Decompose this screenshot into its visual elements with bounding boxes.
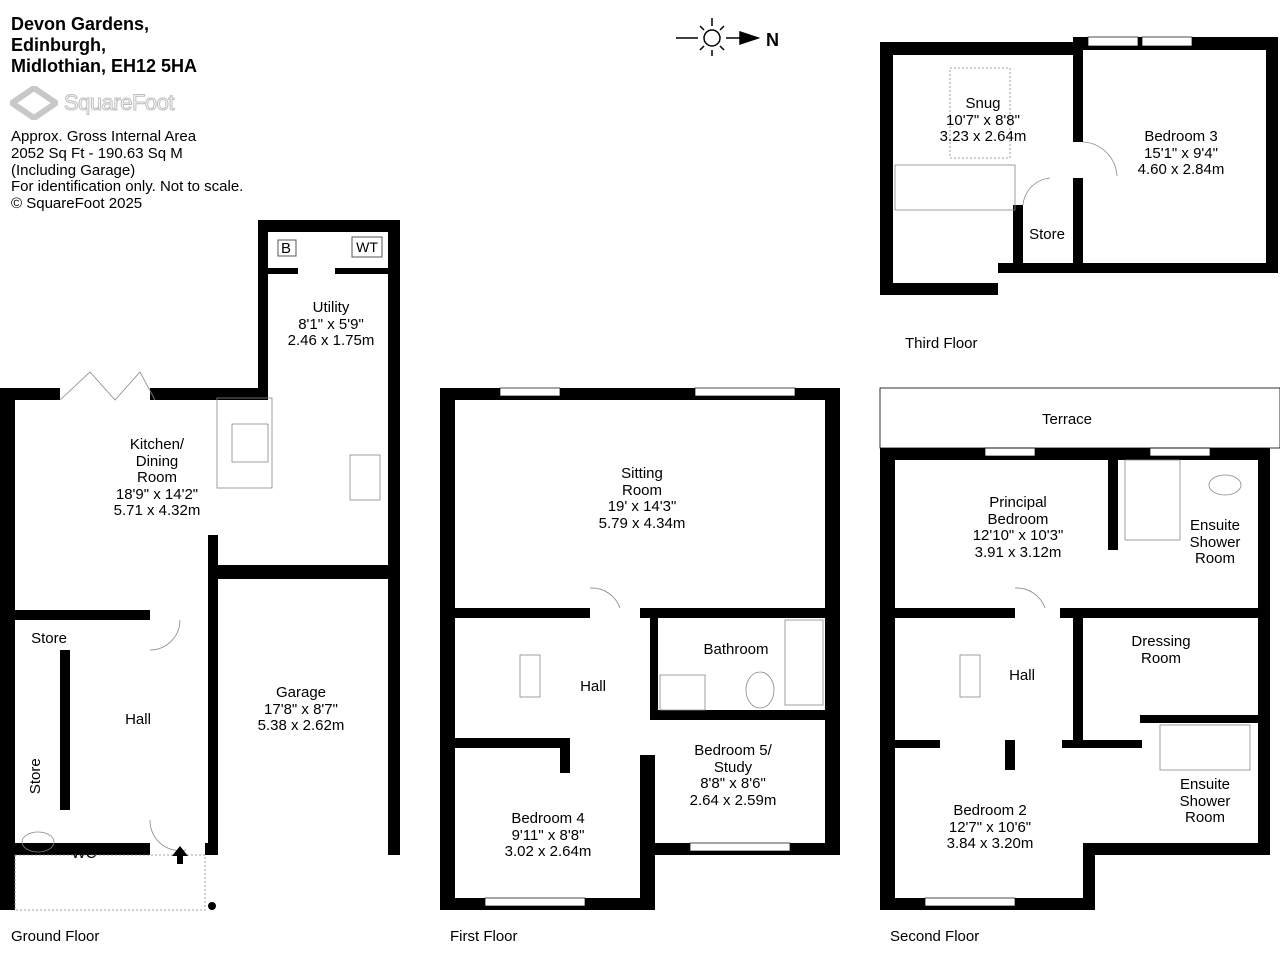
address-line: Edinburgh, (11, 35, 106, 55)
room-name: Room (1194, 550, 1236, 567)
room-utility: Utility 8'1" x 5'9" 2.46 x 1.75m (287, 299, 375, 350)
room-size-metric: 5.38 x 2.62m (257, 717, 345, 734)
squarefoot-logo: SquareFoot (10, 86, 175, 120)
address-line: Midlothian, EH12 5HA (11, 56, 198, 76)
logo-icon (10, 86, 58, 120)
room-hall: Hall (125, 711, 151, 728)
room-size-metric: 2.46 x 1.75m (287, 332, 375, 349)
room-size-metric: 3.84 x 3.20m (946, 835, 1034, 852)
room-name: Bedroom 2 (953, 802, 1027, 819)
room-kitchen: Kitchen/ Dining Room 18'9" x 14'2" 5.71 … (113, 436, 201, 520)
room-size-metric: 3.91 x 3.12m (974, 543, 1062, 561)
floor-label-third: Third Floor (905, 335, 978, 352)
room-name: Shower (1179, 792, 1231, 810)
room-ensuite-2: Ensuite Shower Room (1179, 776, 1231, 827)
room-name: Utility (312, 299, 350, 316)
room-name: Sitting (621, 465, 663, 482)
room-bedroom-4: Bedroom 4 9'11" x 8'8" 3.02 x 2.64m (504, 810, 592, 861)
room-name: Room (136, 469, 177, 486)
info-line: For identification only. Not to scale. (11, 178, 244, 196)
room-name: Room (1140, 649, 1181, 667)
room-name: Dining (135, 452, 179, 470)
address-line: Devon Gardens, (11, 14, 150, 34)
room-name: Shower (1189, 533, 1241, 551)
room-hall: Hall (580, 678, 606, 695)
terrace-label: Terrace (1041, 411, 1093, 428)
room-store: Store (26, 758, 44, 795)
windows (484, 36, 1211, 907)
info-line: 2052 Sq Ft - 190.63 Sq M (11, 144, 183, 162)
room-store: Store (1029, 226, 1065, 243)
room-snug: Snug 10'7" x 8'8" 3.23 x 2.64m (939, 95, 1027, 146)
room-name: Bedroom 4 (511, 810, 585, 827)
room-size-imperial: 19' x 14'3" (607, 498, 677, 515)
room-size-imperial: 8'1" x 5'9" (298, 315, 364, 333)
room-name: Bedroom (987, 510, 1049, 528)
north-label: N (766, 30, 779, 50)
room-name: Dressing (1131, 633, 1191, 650)
boiler-label: B (280, 240, 292, 257)
info-line: © SquareFoot 2025 (11, 195, 143, 213)
room-size-imperial: 17'8" x 8'7" (264, 700, 338, 718)
room-name: Bedroom 3 (1144, 128, 1218, 145)
room-size-imperial: 8'8" x 8'6" (700, 775, 766, 792)
room-bedroom-2: Bedroom 2 12'7" x 10'6" 3.84 x 3.20m (946, 802, 1034, 853)
room-name: Study (713, 758, 753, 776)
room-dressing: Dressing Room (1131, 633, 1191, 667)
water-tank-label: WT (356, 239, 378, 255)
room-size-imperial: 9'11" x 8'8" (511, 826, 585, 844)
room-size-imperial: 18'9" x 14'2" (115, 485, 199, 503)
room-size-metric: 3.23 x 2.64m (939, 128, 1027, 145)
room-size-imperial: 15'1" x 9'4" (1144, 144, 1218, 162)
room-name: Garage (275, 684, 327, 701)
room-bedroom-3: Bedroom 3 15'1" x 9'4" 4.60 x 2.84m (1137, 128, 1225, 179)
room-size-metric: 2.64 x 2.59m (689, 791, 777, 809)
room-size-metric: 5.71 x 4.32m (113, 502, 201, 519)
room-name: Room (621, 481, 662, 499)
room-name: Bedroom 5/ (694, 742, 772, 759)
room-name: Snug (965, 95, 1001, 112)
room-size-metric: 3.02 x 2.64m (504, 843, 592, 860)
room-size-imperial: 12'10" x 10'3" (972, 527, 1064, 544)
compass-icon (676, 18, 761, 56)
room-name: Ensuite (1179, 776, 1231, 793)
room-ensuite-1: Ensuite Shower Room (1189, 517, 1241, 568)
water-tank-box (351, 236, 383, 258)
room-bedroom-5: Bedroom 5/ Study 8'8" x 8'6" 2.64 x 2.59… (689, 742, 777, 809)
room-wc: WC (71, 845, 97, 862)
room-name: Kitchen/ (129, 436, 185, 453)
entrance-arrow-icon (172, 846, 216, 910)
floor-label-second: Second Floor (890, 928, 980, 945)
room-garage: Garage 17'8" x 8'7" 5.38 x 2.62m (257, 684, 345, 735)
property-address: Devon Gardens, Edinburgh, Midlothian, EH… (11, 14, 197, 77)
walls (0, 37, 1278, 910)
room-size-metric: 5.79 x 4.34m (598, 514, 686, 532)
room-principal-bedroom: Principal Bedroom 12'10" x 10'3" 3.91 x … (972, 494, 1064, 561)
room-size-imperial: 10'7" x 8'8" (946, 111, 1020, 129)
boiler-box (277, 239, 297, 257)
room-name: Principal (989, 494, 1047, 511)
floor-label-ground: Ground Floor (11, 928, 100, 945)
room-name: Room (1184, 809, 1226, 826)
room-name: Ensuite (1189, 517, 1241, 534)
room-hall: Hall (1009, 667, 1035, 684)
info-line: (Including Garage) (11, 161, 136, 179)
room-store: Store (31, 630, 67, 647)
room-sitting: Sitting Room 19' x 14'3" 5.79 x 4.34m (598, 465, 686, 532)
room-size-imperial: 12'7" x 10'6" (948, 818, 1032, 836)
info-line: Approx. Gross Internal Area (11, 128, 197, 145)
room-bathroom: Bathroom (703, 641, 769, 658)
area-info: Approx. Gross Internal Area 2052 Sq Ft -… (11, 128, 244, 213)
floor-label-first: First Floor (450, 928, 518, 945)
fixtures (14, 67, 1280, 911)
room-size-metric: 4.60 x 2.84m (1137, 161, 1225, 178)
